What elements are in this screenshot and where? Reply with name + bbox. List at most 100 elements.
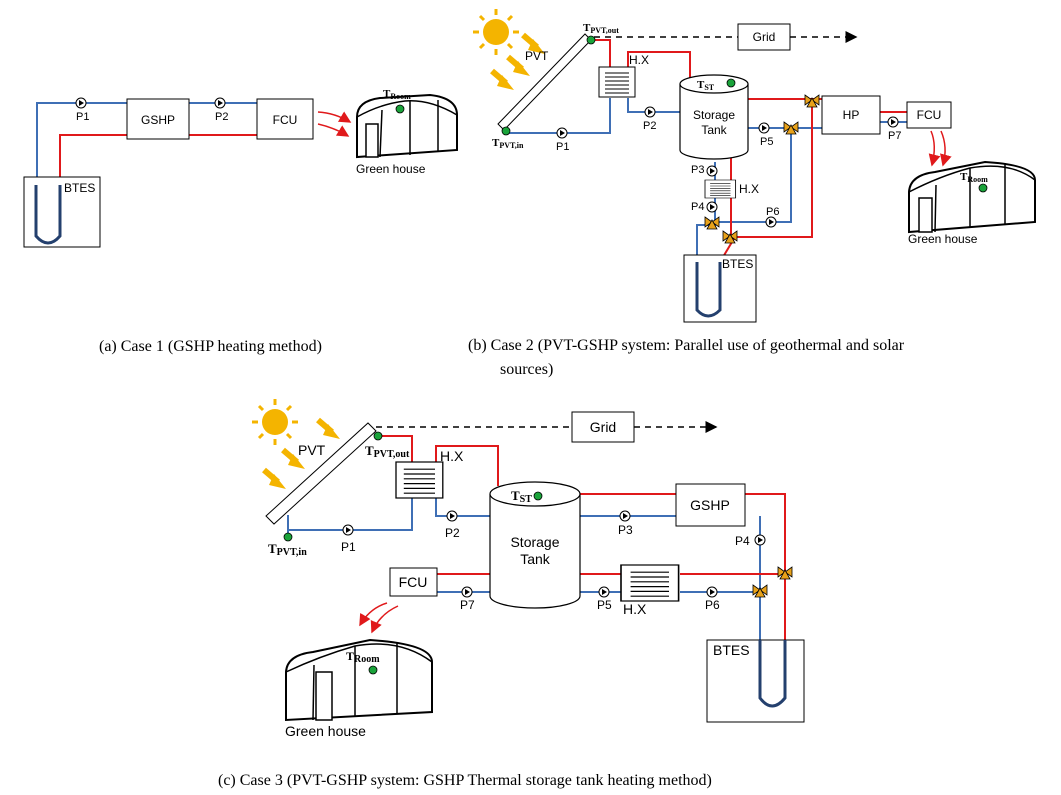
case2-pump-p5 — [758, 122, 770, 134]
case3-p2-label: P2 — [445, 526, 460, 540]
case1-troom-label: TRoom — [383, 88, 411, 101]
case1-gshp-box — [126, 98, 190, 140]
case2-p5-label: P5 — [760, 136, 773, 148]
case1-pump-p2 — [214, 97, 226, 109]
case3-borehole-loop — [758, 640, 787, 708]
case3-greenhouse-icon — [285, 638, 433, 722]
case2-p3-label: P3 — [691, 164, 704, 176]
case2-troom-label: TRoom — [960, 171, 988, 184]
case3-gshp-box — [675, 483, 746, 527]
case3-grid-box — [571, 411, 635, 443]
case3-pump-p6 — [706, 586, 718, 598]
case2-greenhouse-label: Green house — [908, 232, 978, 246]
case2-p7-label: P7 — [888, 130, 901, 142]
case3-p4-label: P4 — [735, 534, 750, 548]
case3-pvt-label: PVT — [298, 442, 326, 458]
case2-tank-label-2: Tank — [701, 123, 727, 137]
case2-p6-label: P6 — [766, 206, 779, 218]
case3-tpvtin-sensor — [283, 532, 293, 542]
case3-troom-sensor — [368, 665, 378, 675]
case2-pump-p7 — [887, 116, 899, 128]
case3-greenhouse-label: Green house — [285, 723, 366, 739]
case2-pvt-label: PVT — [525, 49, 549, 63]
case3-sun-icon — [250, 397, 300, 447]
case3-tst-label: TST — [511, 488, 532, 505]
case3-pump-p2 — [446, 510, 458, 522]
case2-hp-box — [821, 95, 881, 135]
case1-borehole-loop — [34, 185, 62, 245]
case2-btes-label: BTES — [722, 257, 753, 271]
case2-pump-p2 — [644, 106, 656, 118]
case2-pump-p3 — [706, 165, 718, 177]
case3-tpvtin-label: TPVT,in — [268, 541, 307, 558]
case2-valve-icon — [783, 121, 799, 135]
case2-fcu-label: FCU — [917, 108, 942, 122]
case3-sunray-icon — [318, 420, 340, 439]
case2-tank-label-1: Storage — [693, 108, 735, 122]
case2-pump-p1 — [556, 127, 568, 139]
case3-hx2-label: H.X — [623, 601, 647, 617]
case3-grid-label: Grid — [590, 419, 616, 435]
case2-hx-2 — [704, 179, 737, 199]
case1-gshp-label: GSHP — [141, 113, 175, 127]
case2-pump-p4 — [706, 201, 718, 213]
case3-fcu-box — [389, 567, 438, 597]
case2-tpvtout-sensor — [586, 35, 596, 45]
case2-tst-label: TST — [697, 79, 715, 92]
case1-greenhouse-label: Green house — [356, 162, 426, 176]
case2-tst-sensor — [726, 78, 736, 88]
case3-tpvtout-sensor — [373, 431, 383, 441]
case1-caption: (a) Case 1 (GSHP heating method) — [99, 338, 322, 355]
case3-troom-label: TRoom — [346, 649, 380, 665]
case2-tpvtout-label: TPVT,out — [583, 22, 619, 35]
case3-hx-2 — [620, 564, 680, 602]
case2-borehole-loop — [695, 262, 722, 318]
case2-fcu-box — [906, 101, 952, 129]
case3-p1-label: P1 — [341, 540, 356, 554]
case3-gshp-label: GSHP — [690, 497, 730, 513]
case3-tank-label-2: Tank — [520, 551, 551, 567]
case3-p5-label: P5 — [597, 598, 612, 612]
case2-p1-label: P1 — [556, 141, 569, 153]
case2-p2-label: P2 — [643, 120, 656, 132]
case1-troom-sensor — [395, 104, 405, 114]
case2-greenhouse-icon — [908, 160, 1036, 234]
case2-caption-line2: sources) — [500, 361, 553, 378]
case3-tank-label-1: Storage — [510, 534, 559, 550]
case2-tpvtin-sensor — [501, 126, 511, 136]
case2-valve-icon — [704, 216, 720, 230]
case2-caption-line1: (b) Case 2 (PVT-GSHP system: Parallel us… — [468, 337, 905, 354]
case1-fcu-box — [256, 98, 314, 140]
case3-btes-label: BTES — [713, 642, 750, 658]
case3-pump-p7 — [461, 586, 473, 598]
case3-tst-sensor — [533, 491, 543, 501]
case3-p6-label: P6 — [705, 598, 720, 612]
case2-pump-p6 — [765, 216, 777, 228]
case1-btes-label: BTES — [64, 181, 95, 195]
case3-btes-box — [706, 639, 805, 723]
case1-pump-p1 — [75, 97, 87, 109]
case3-pump-p3 — [619, 510, 631, 522]
case3-p3-label: P3 — [618, 523, 633, 537]
case1-diagram: GSHP FCU P1 P2 BTES TRoom Green house — [23, 88, 458, 248]
case3-p7-label: P7 — [460, 598, 475, 612]
case2-tpvtin-label: TPVT,in — [492, 137, 524, 150]
case2-sun-icon — [471, 7, 521, 57]
case3-pump-p5 — [598, 586, 610, 598]
case3-pump-p1 — [342, 524, 354, 536]
case1-greenhouse-icon — [356, 93, 458, 159]
case1-p2-label: P2 — [215, 111, 228, 123]
case2-troom-sensor — [978, 183, 988, 193]
case3-hx-1 — [395, 461, 444, 499]
case2-p4-label: P4 — [691, 201, 704, 213]
case1-fcu-label: FCU — [273, 113, 298, 127]
case2-valve-icon — [804, 94, 820, 108]
case3-storage-tank — [489, 481, 581, 609]
case3-fcu-label: FCU — [399, 574, 428, 590]
case2-hp-label: HP — [843, 108, 860, 122]
case1-p1-label: P1 — [76, 111, 89, 123]
case2-hx1-label: H.X — [629, 53, 649, 67]
case3-caption: (c) Case 3 (PVT-GSHP system: GSHP Therma… — [218, 772, 712, 789]
case2-grid-label: Grid — [753, 30, 776, 44]
